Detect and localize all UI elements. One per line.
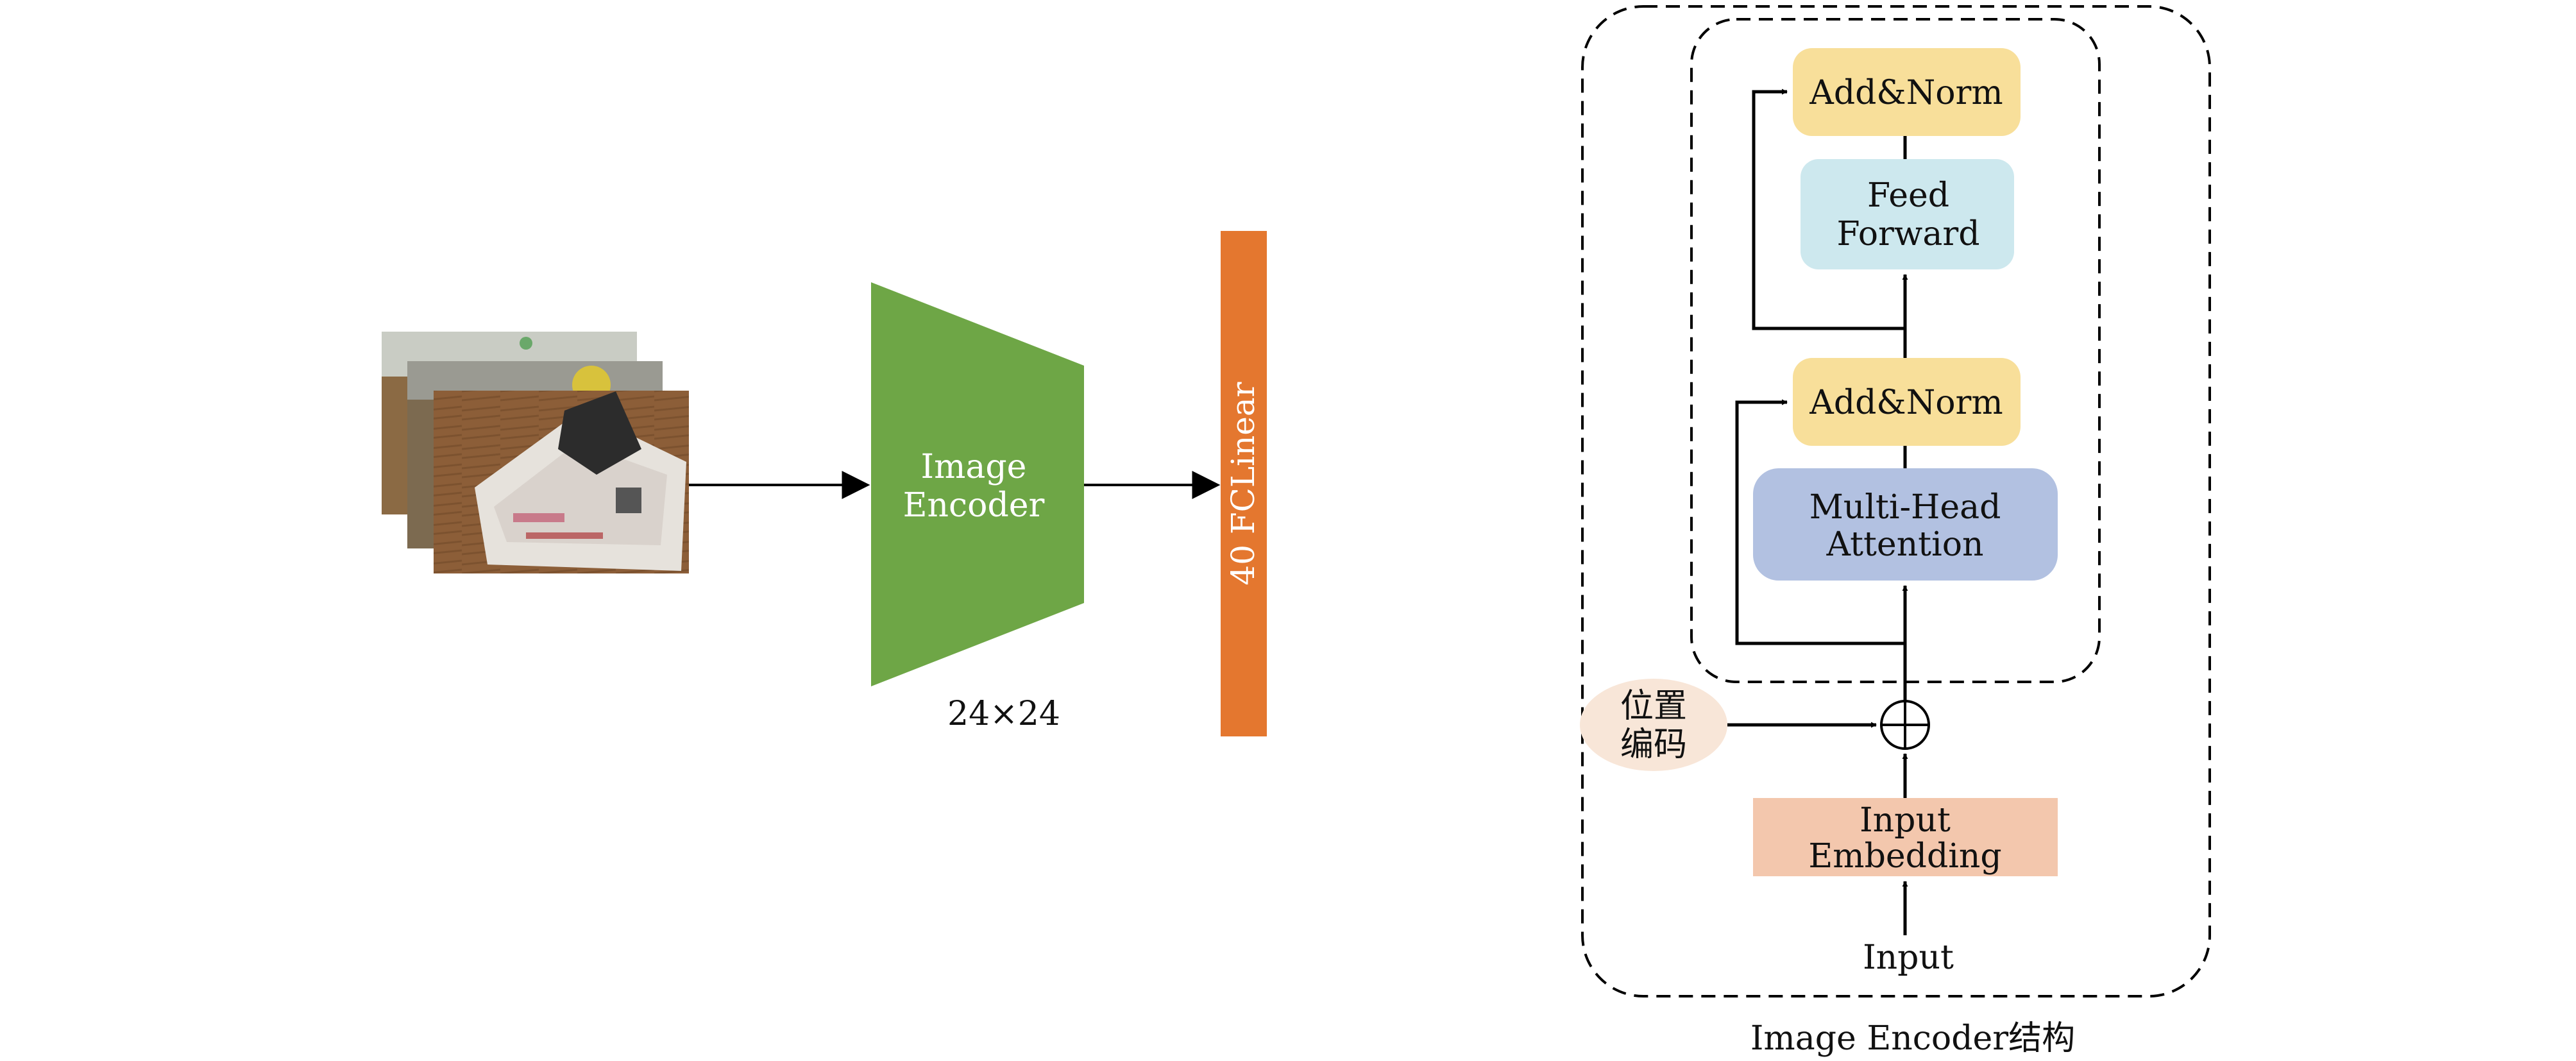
residual-connection-1 xyxy=(1735,399,1905,645)
structure-caption: Image Encoder结构 xyxy=(1750,1019,2075,1058)
input-image-stack xyxy=(382,332,689,573)
add-norm-top-label: Add&Norm xyxy=(1809,74,2003,112)
feed-forward-block: Feed Forward xyxy=(1801,159,2014,269)
positional-encoding-block: 位置 编码 xyxy=(1580,679,1727,771)
encoder-size-label: 24×24 xyxy=(947,695,1060,733)
mha-label-line2: Attention xyxy=(1826,525,1983,564)
pos-enc-label-line1: 位置 xyxy=(1620,687,1687,726)
input-embedding-label-line1: Input xyxy=(1860,801,1951,840)
input-embedding-block: Input Embedding xyxy=(1753,798,2058,876)
add-norm-bottom-label: Add&Norm xyxy=(1809,384,2003,422)
feed-forward-label-line1: Feed xyxy=(1867,176,1949,215)
encoder-layer-dashed-frame xyxy=(1690,18,2101,683)
multi-head-attention-block: Multi-Head Attention xyxy=(1753,468,2058,581)
encoder-label-line2: Encoder xyxy=(903,486,1045,525)
fc-linear-block: 40 FCLinear xyxy=(1221,231,1267,736)
encoder-label-line1: Image xyxy=(921,448,1027,486)
feed-forward-label-line2: Forward xyxy=(1836,215,1979,253)
fc-linear-label: 40 FCLinear xyxy=(1224,382,1262,585)
mha-label-line1: Multi-Head xyxy=(1809,488,2001,527)
residual-connection-2 xyxy=(1752,89,1905,330)
sum-symbol xyxy=(1880,700,1930,750)
add-norm-bottom-block: Add&Norm xyxy=(1793,358,2021,446)
input-embedding-label-line2: Embedding xyxy=(1808,837,2001,876)
outer-dashed-frame xyxy=(1581,5,2211,997)
input-label: Input xyxy=(1863,938,1954,977)
input-photo-front xyxy=(434,391,689,573)
add-norm-top-block: Add&Norm xyxy=(1793,48,2021,136)
pos-enc-label-line2: 编码 xyxy=(1620,726,1687,764)
structure-connectors xyxy=(1727,89,1908,935)
image-encoder-block: Image Encoder xyxy=(871,282,1084,686)
